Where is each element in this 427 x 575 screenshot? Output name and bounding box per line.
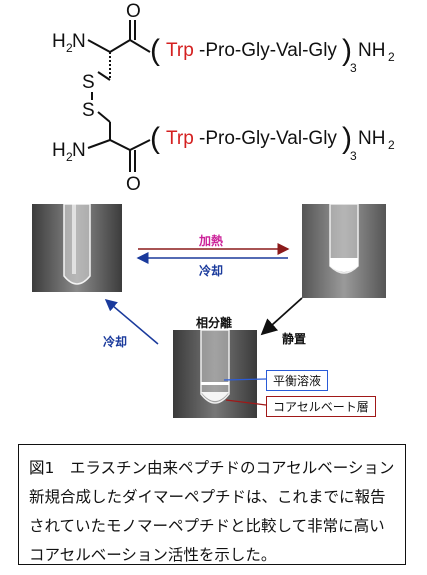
top-carbonyl-bond [129,20,136,40]
bottom-amine-sub: 2 [66,150,73,164]
bottom-unit: H 2 N O ( Trp -Pro-Gly-Val-Gly ) 3 NH 2 [52,122,395,195]
figure-caption: 図1 エラスチン由来ペプチドのコアセルベーション 新規合成したダイマーペプチドは… [18,444,406,565]
top-repeat-sub: 3 [350,61,357,75]
top-amine-h: H [52,31,66,52]
bottom-trp: Trp [166,128,194,149]
top-backbone-bond [87,38,151,54]
bottom-paren-open: ( [150,122,160,155]
phase-separation-label: 相分離 [196,316,233,330]
top-peptide-rest: -Pro-Gly-Val-Gly [199,40,337,61]
caption-line-4: コアセルベーション活性を示した。 [29,546,277,564]
top-amine-sub: 2 [66,41,73,55]
bottom-amine-n: N [72,140,86,161]
heat-label: 加熱 [199,234,224,248]
bottom-oxygen: O [126,174,141,195]
bottom-terminal-sub: 2 [388,138,395,152]
bridge-bond-2 [97,111,111,123]
top-amine-n: N [72,31,86,52]
phase-separated-photo [173,330,257,418]
bridge-bond-1 [97,71,111,81]
top-trp: Trp [166,40,194,61]
cool-label-left: 冷却 [103,335,128,349]
dimer-peptide-structure: H 2 N O ( Trp -Pro-Gly-Val-Gly ) 3 NH 2 … [52,1,395,195]
clear-solution-photo [32,204,122,292]
standing-label: 静置 [282,332,307,346]
top-paren-open: ( [150,34,160,67]
bottom-repeat-sub: 3 [350,149,357,163]
bottom-backbone-bond [87,138,151,152]
top-paren-close: ) [342,34,352,67]
top-oxygen: O [126,1,141,22]
caption-line-1: 図1 エラスチン由来ペプチドのコアセルベーション [29,459,395,477]
bottom-carbonyl-bond [129,150,136,172]
standing-arrow [260,297,303,336]
bottom-terminal-nh: NH [358,128,385,149]
disulfide-bridge: S S [82,71,111,123]
top-unit: H 2 N O ( Trp -Pro-Gly-Val-Gly ) 3 NH 2 [52,1,395,80]
sulfur-1: S [82,72,95,93]
bottom-amine-h: H [52,140,66,161]
caption-line-2: 新規合成したダイマーペプチドは、これまでに報告 [29,488,386,506]
bottom-peptide-rest: -Pro-Gly-Val-Gly [199,128,337,149]
equilibrium-solution-callout: 平衡溶液 [266,370,329,391]
sulfur-2: S [82,100,95,121]
coacervate-layer-callout: コアセルベート層 [266,396,376,417]
caption-line-3: されていたモノマーペプチドと比較して非常に高い [29,517,385,535]
cool-label-top: 冷却 [199,264,224,278]
bottom-paren-close: ) [342,122,352,155]
turbid-solution-photo [302,204,386,298]
top-terminal-nh: NH [358,40,385,61]
top-terminal-sub: 2 [388,50,395,64]
